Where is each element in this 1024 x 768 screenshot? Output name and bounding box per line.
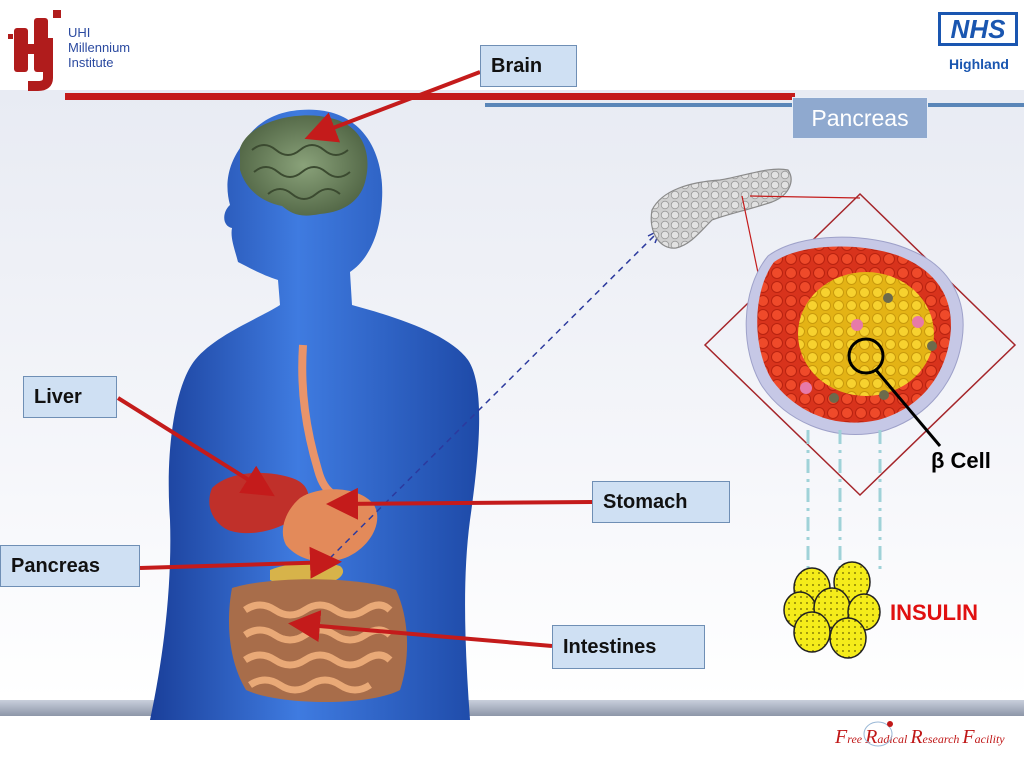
title-blue-rule [485, 103, 1024, 107]
frrf-logo-mark [863, 721, 893, 747]
frrf-logo: Free Radical Research Facility [835, 726, 1005, 749]
human-body [150, 109, 480, 720]
label-intestines: Intestines [552, 625, 705, 669]
frrf-word-3: esearch [922, 732, 963, 746]
label-pancreas: Pancreas [0, 545, 140, 587]
uhi-logo-text: UHI Millennium Institute [68, 25, 130, 70]
islet-cells [745, 236, 964, 435]
secretion-lines [806, 430, 882, 570]
label-liver: Liver [23, 376, 117, 418]
liver-organ [209, 472, 309, 534]
label-stomach: Stomach [592, 481, 730, 523]
uhi-line-3: Institute [68, 55, 114, 70]
beta-cell-label: β Cell [931, 448, 991, 473]
beta-cell-pointer [874, 369, 942, 447]
beta-cell-highlight [847, 337, 885, 375]
pointer-arrows [116, 70, 593, 648]
pancreas-closeup [650, 168, 792, 249]
uhi-logo [8, 10, 61, 91]
intestines-organ [228, 579, 408, 702]
frrf-letter-1: F [835, 726, 848, 748]
title-red-rule [65, 93, 795, 100]
frrf-word-4: acility [974, 732, 1005, 746]
dashed-connector [321, 231, 659, 567]
nhs-logo: NHS [938, 12, 1018, 52]
slide-title: Pancreas [792, 97, 928, 139]
uhi-line-1: UHI [68, 25, 91, 40]
insulin-granules [783, 561, 881, 659]
frrf-letter-4: F [962, 726, 975, 748]
zoom-line-2 [749, 195, 861, 199]
uhi-line-2: Millennium [68, 40, 131, 55]
label-brain: Brain [480, 45, 577, 87]
frrf-word-2: adical [877, 732, 911, 746]
frrf-letter-3: R [910, 726, 923, 748]
nhs-logo-mark: NHS [938, 12, 1018, 46]
insulin-label: INSULIN [890, 600, 978, 625]
frrf-word-1: ree [847, 732, 866, 746]
nhs-logo-subtitle: Highland [949, 56, 1009, 72]
